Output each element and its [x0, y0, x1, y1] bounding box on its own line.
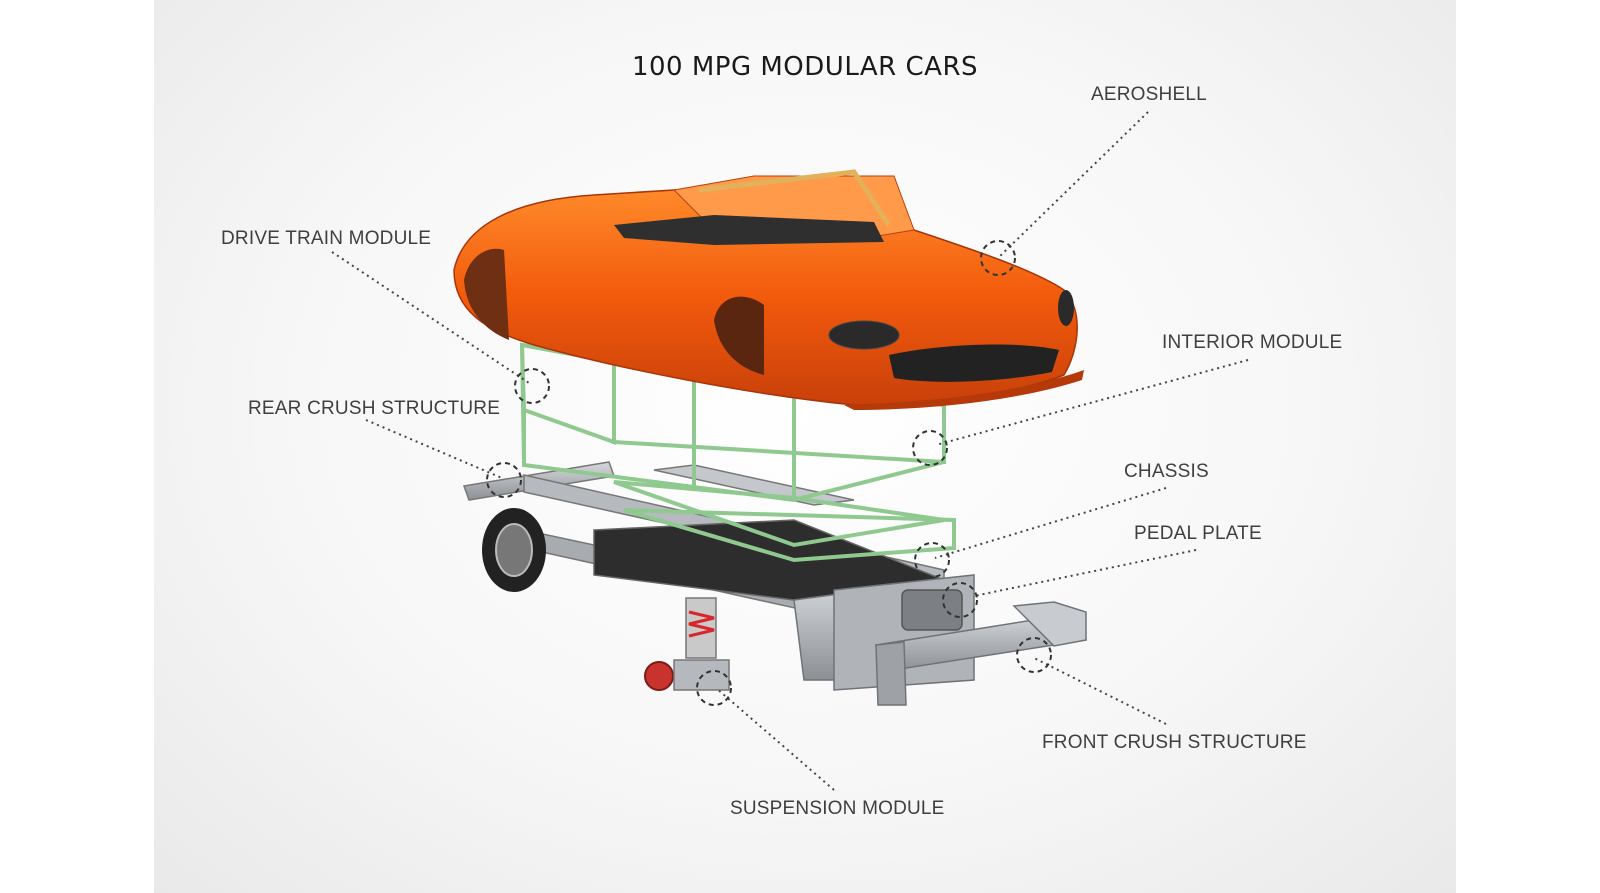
callout-circles: [486, 240, 1052, 706]
aeroshell-body: [453, 169, 1084, 410]
leader-lines: [331, 111, 1249, 791]
front-suspension: [644, 597, 730, 691]
leader-suspension: [715, 687, 835, 791]
label-rear-crush-structure: REAR CRUSH STRUCTURE: [248, 398, 501, 419]
label-drive-train-module: DRIVE TRAIN MODULE: [221, 228, 432, 249]
slide-canvas: 100 MPG MODULAR CARS: [154, 0, 1456, 893]
label-chassis: CHASSIS: [1124, 461, 1209, 482]
label-interior-module: INTERIOR MODULE: [1162, 332, 1343, 353]
label-aeroshell: AEROSHELL: [1091, 84, 1207, 105]
leader-front-crush: [1033, 657, 1167, 725]
diagram-title: 100 MPG MODULAR CARS: [631, 52, 979, 82]
leader-chassis: [934, 487, 1167, 559]
chassis-frame: [462, 461, 1087, 706]
exploded-car-illustration: [331, 111, 1249, 791]
label-pedal-plate: PEDAL PLATE: [1134, 523, 1262, 544]
rear-wheel: [482, 508, 546, 592]
leader-aeroshell: [997, 111, 1149, 259]
leader-pedal-plate: [973, 549, 1197, 597]
leader-rear-crush: [365, 419, 503, 479]
label-suspension-module: SUSPENSION MODULE: [730, 798, 945, 819]
label-front-crush-structure: FRONT CRUSH STRUCTURE: [1042, 732, 1307, 753]
